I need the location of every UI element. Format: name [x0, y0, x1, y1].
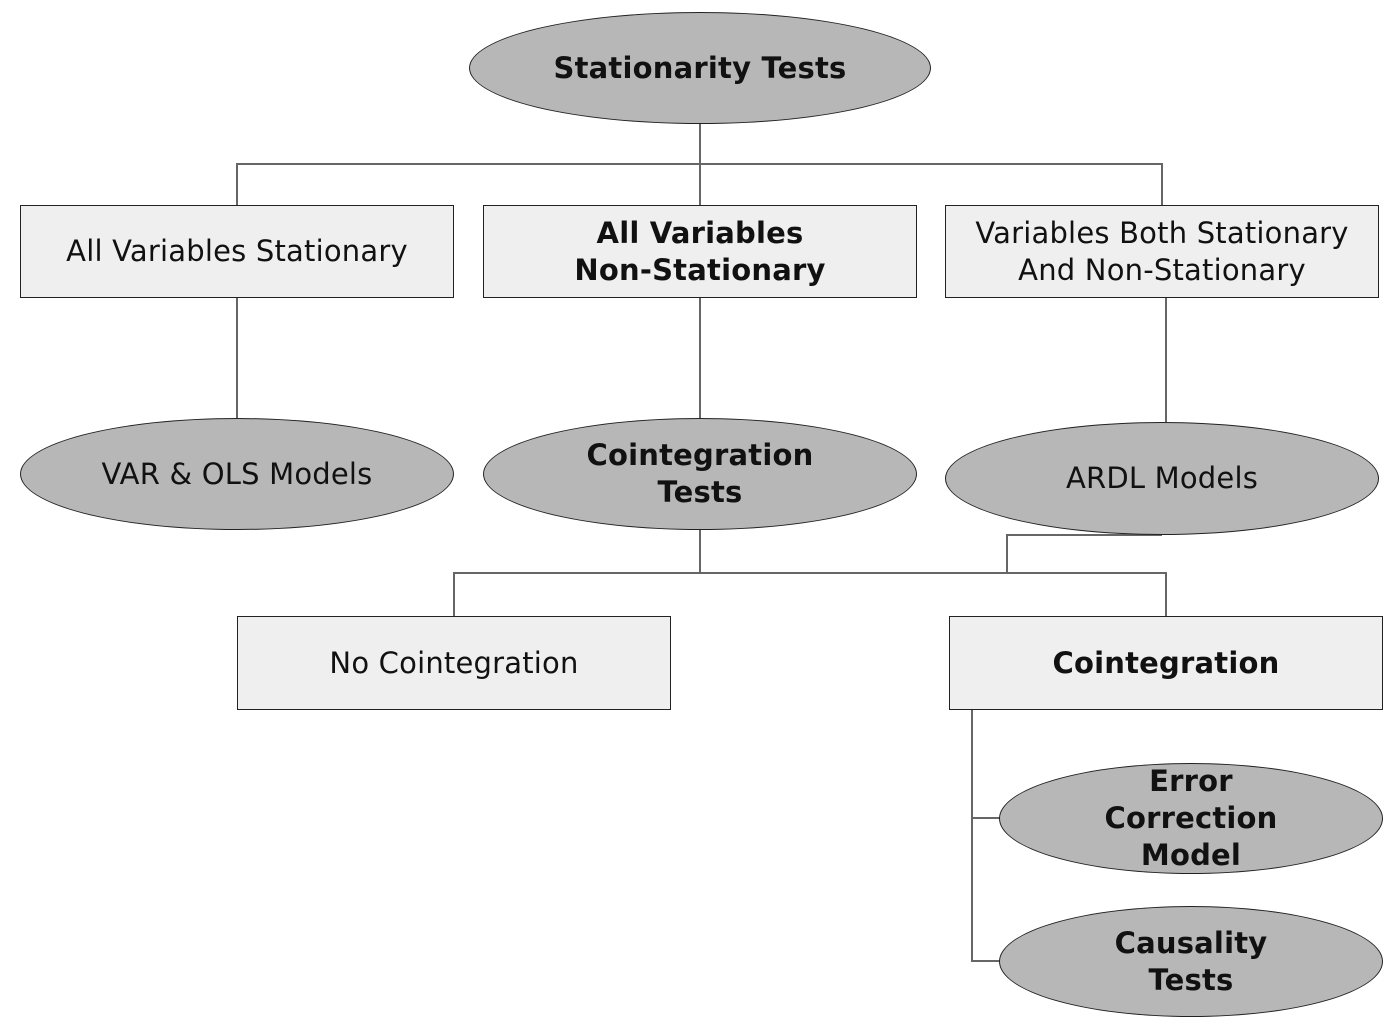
error-correction-model-ellipse: Error Correction Model — [999, 763, 1383, 874]
var-ols-models-ellipse: VAR & OLS Models — [20, 418, 454, 530]
cointegration-label: Cointegration — [1052, 645, 1280, 680]
mixed-label: Variables Both Stationary And Non-Statio… — [975, 215, 1349, 287]
cointegration-box: Cointegration — [949, 616, 1383, 710]
causality-label: Causality Tests — [1114, 925, 1268, 997]
all-variables-non-stationary-box: All Variables Non-Stationary — [483, 205, 917, 298]
connector-coint-no — [453, 530, 701, 616]
root-label: Stationarity Tests — [553, 50, 847, 85]
non-stationary-label: All Variables Non-Stationary — [574, 215, 826, 287]
cointegration-tests-label: Cointegration Tests — [586, 438, 814, 509]
no-cointegration-label: No Cointegration — [329, 645, 579, 680]
connector-coint-yes — [700, 572, 1167, 616]
root-stationarity-tests: Stationarity Tests — [469, 12, 931, 124]
var-ols-label: VAR & OLS Models — [101, 456, 373, 491]
ardl-label: ARDL Models — [1065, 461, 1259, 495]
ardl-models-ellipse: ARDL Models — [945, 422, 1379, 535]
causality-tests-ellipse: Causality Tests — [999, 906, 1383, 1017]
cointegration-tests-ellipse: Cointegration Tests — [483, 418, 917, 530]
connector-coint-followups — [971, 710, 1000, 962]
all-variables-stationary-box: All Variables Stationary — [20, 205, 454, 298]
stationary-label: All Variables Stationary — [66, 234, 408, 268]
error-correction-label: Error Correction Model — [1104, 764, 1278, 872]
connector-ardl-coint — [1006, 534, 1162, 573]
mixed-variables-box: Variables Both Stationary And Non-Statio… — [945, 205, 1379, 298]
no-cointegration-box: No Cointegration — [237, 616, 671, 710]
